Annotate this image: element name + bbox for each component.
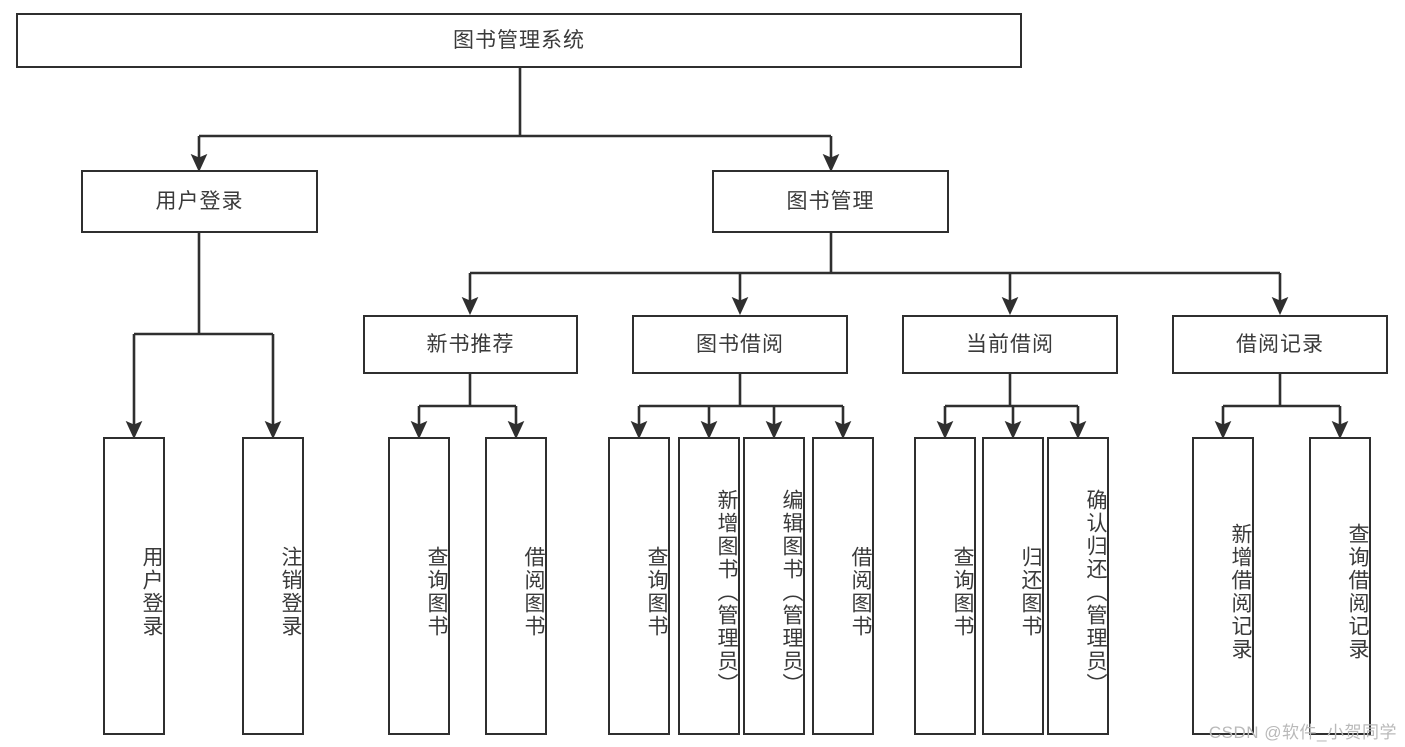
node-label: 查询借阅记录 xyxy=(1346,523,1369,661)
node-label: 借阅记录 xyxy=(1236,332,1324,356)
node-label: 新增借阅记录 xyxy=(1229,523,1252,661)
node-label: 编辑图书（管理员） xyxy=(780,488,803,696)
leaf-borrow-book-borrow[interactable]: 借阅图书 xyxy=(812,437,874,735)
node-label: 归还图书 xyxy=(1019,546,1042,638)
node-book-borrow[interactable]: 图书借阅 xyxy=(632,315,848,374)
node-label: 查询图书 xyxy=(951,546,974,638)
node-label: 确认归还（管理员） xyxy=(1084,488,1107,696)
leaf-add-book-admin[interactable]: 新增图书（管理员） xyxy=(678,437,740,735)
leaf-add-borrow-record[interactable]: 新增借阅记录 xyxy=(1192,437,1254,735)
node-label: 当前借阅 xyxy=(966,332,1054,356)
node-label: 图书管理 xyxy=(786,189,875,213)
leaf-user-login[interactable]: 用户登录 xyxy=(103,437,165,735)
node-label: 用户登录 xyxy=(155,189,244,213)
node-label: 新书推荐 xyxy=(426,332,515,356)
leaf-logout-login[interactable]: 注销登录 xyxy=(242,437,304,735)
leaf-query-book-recommend[interactable]: 查询图书 xyxy=(388,437,450,735)
csdn-watermark: CSDN @软件_小贺同学 xyxy=(1208,723,1397,742)
node-book-management[interactable]: 图书管理 xyxy=(712,170,949,233)
leaf-return-book[interactable]: 归还图书 xyxy=(982,437,1044,735)
node-user-login[interactable]: 用户登录 xyxy=(81,170,318,233)
node-label: 新增图书（管理员） xyxy=(715,488,738,696)
leaf-borrow-book-recommend[interactable]: 借阅图书 xyxy=(485,437,547,735)
leaf-query-book-current[interactable]: 查询图书 xyxy=(914,437,976,735)
node-label: 图书借阅 xyxy=(696,332,784,356)
node-book-management-system[interactable]: 图书管理系统 xyxy=(16,13,1022,68)
node-label: 用户登录 xyxy=(140,546,163,638)
node-label: 查询图书 xyxy=(645,546,668,638)
node-current-borrow[interactable]: 当前借阅 xyxy=(902,315,1118,374)
node-label: 注销登录 xyxy=(279,546,302,638)
node-label: 借阅图书 xyxy=(522,546,545,638)
node-label: 借阅图书 xyxy=(849,546,872,638)
node-label: 图书管理系统 xyxy=(453,28,585,52)
leaf-query-book-borrow[interactable]: 查询图书 xyxy=(608,437,670,735)
leaf-confirm-return-admin[interactable]: 确认归还（管理员） xyxy=(1047,437,1109,735)
leaf-edit-book-admin[interactable]: 编辑图书（管理员） xyxy=(743,437,805,735)
leaf-query-borrow-record[interactable]: 查询借阅记录 xyxy=(1309,437,1371,735)
node-label: 查询图书 xyxy=(425,546,448,638)
node-new-book-recommend[interactable]: 新书推荐 xyxy=(363,315,578,374)
node-borrow-record[interactable]: 借阅记录 xyxy=(1172,315,1388,374)
